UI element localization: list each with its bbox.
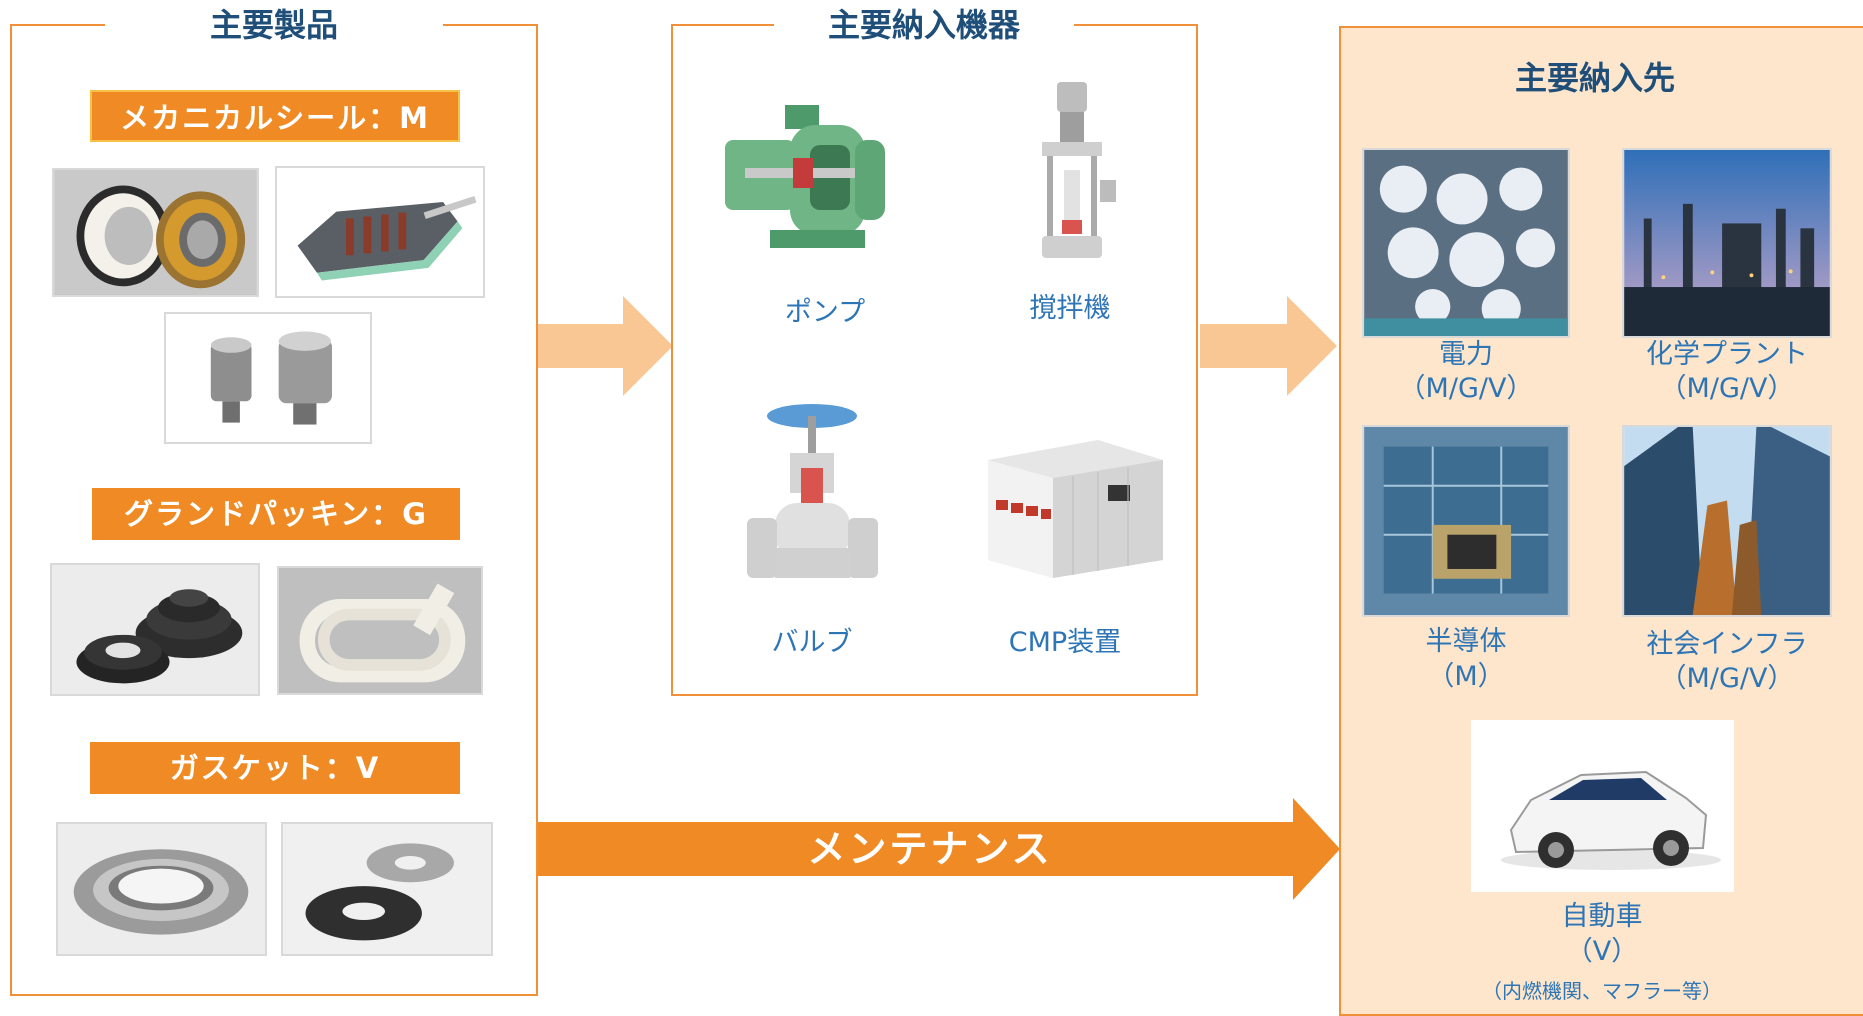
photo-gland-packing-black bbox=[50, 563, 260, 696]
destination-automobile-name: 自動車 bbox=[1561, 901, 1643, 932]
maintenance-label: メンテナンス bbox=[807, 827, 1053, 871]
category-label-mechanical-seal: メカニカルシール：M bbox=[90, 90, 460, 142]
destination-social-infrastructure-codes: （M/G/V） bbox=[1659, 663, 1795, 694]
photo-social-infrastructure bbox=[1622, 425, 1832, 617]
destination-power-name: 電力 bbox=[1439, 339, 1493, 370]
arrow-maintenance bbox=[538, 798, 1340, 900]
agitator-illustration bbox=[1042, 82, 1116, 258]
category-label-gland-packing: グランドパッキン：G bbox=[92, 488, 460, 540]
arrow-products-to-equipment bbox=[538, 296, 673, 396]
pump-illustration bbox=[725, 105, 885, 248]
device-label-agitator: 撹拌機 bbox=[1029, 293, 1111, 324]
destination-chemical-plant-codes: （M/G/V） bbox=[1659, 373, 1795, 404]
photo-gasket-flat bbox=[281, 822, 493, 956]
destination-power-codes: （M/G/V） bbox=[1398, 373, 1534, 404]
category-label-gasket: ガスケット：V bbox=[90, 742, 460, 794]
photo-gasket-spiral bbox=[56, 822, 267, 956]
photo-gland-packing-white bbox=[277, 566, 483, 695]
products-panel-title: 主要製品 bbox=[105, 5, 443, 45]
destination-automobile-codes: （V） bbox=[1565, 936, 1639, 967]
destination-semiconductor-codes: （M） bbox=[1427, 661, 1505, 692]
cmp-equipment-illustration bbox=[988, 440, 1163, 578]
device-label-pump: ポンプ bbox=[784, 297, 866, 328]
destination-social-infrastructure-name: 社会インフラ bbox=[1646, 629, 1808, 660]
photo-mechanical-seal-cutaway bbox=[275, 166, 485, 298]
photo-mechanical-seal-cartridges bbox=[164, 312, 372, 444]
photo-chemical-plant bbox=[1622, 148, 1832, 338]
device-label-cmp: CMP装置 bbox=[1008, 627, 1122, 658]
destination-chemical-plant-name: 化学プラント bbox=[1646, 339, 1808, 370]
destination-semiconductor-name: 半導体 bbox=[1425, 626, 1507, 657]
photo-semiconductor bbox=[1362, 425, 1570, 617]
device-label-valve: バルブ bbox=[771, 627, 853, 658]
equipment-panel-title: 主要納入機器 bbox=[774, 5, 1074, 45]
arrow-equipment-to-destinations bbox=[1200, 296, 1337, 396]
valve-illustration bbox=[747, 404, 878, 578]
destination-automobile-note: （内燃機関、マフラー等） bbox=[1482, 979, 1722, 1003]
photo-mechanical-seal-rings bbox=[52, 168, 259, 297]
photo-power bbox=[1362, 148, 1570, 338]
destinations-panel-title: 主要納入先 bbox=[1514, 59, 1675, 97]
photo-automobile bbox=[1471, 720, 1734, 892]
